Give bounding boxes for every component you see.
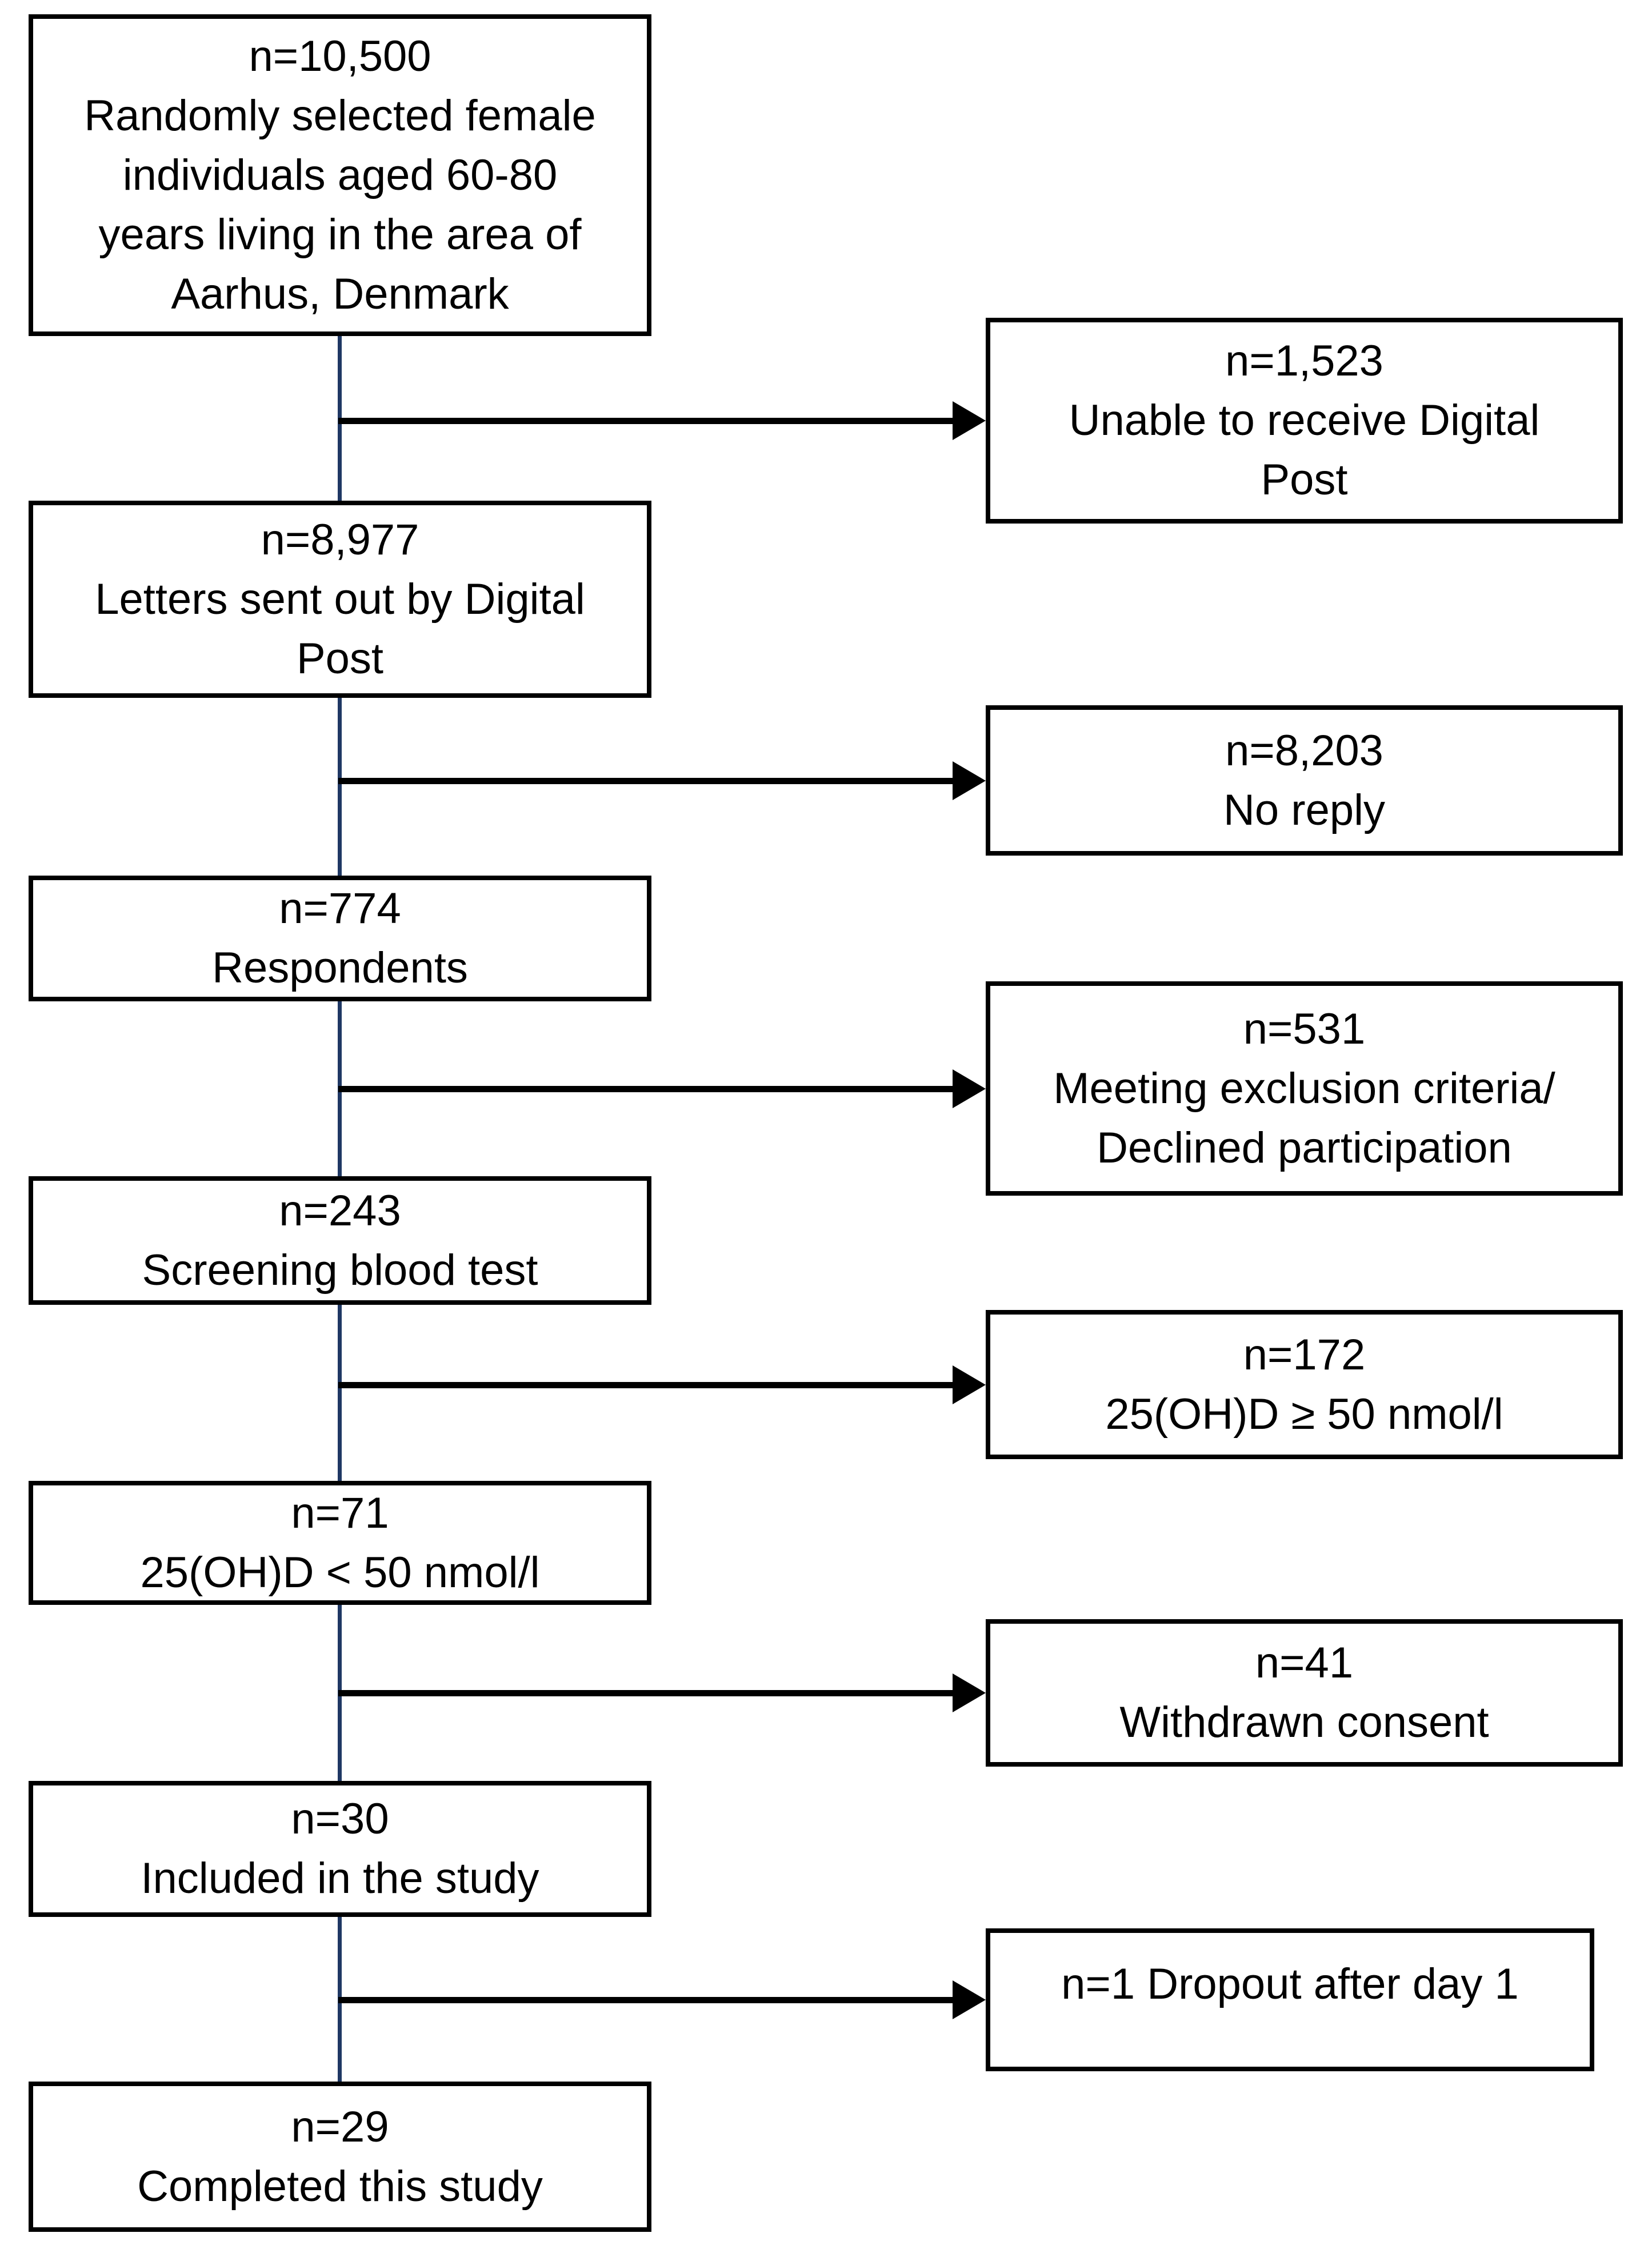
box-exclusion-criteria-declined: n=531 Meeting exclusion criteria/ Declin… <box>986 981 1623 1196</box>
count-text: n=774 <box>279 884 401 933</box>
box-unable-digital-post: n=1,523 Unable to receive Digital Post <box>986 318 1623 524</box>
arrow-to-withdrawn-consent <box>338 1672 986 1713</box>
box-included-in-study: n=30 Included in the study <box>29 1781 651 1917</box>
box-25ohd-below-50: n=71 25(OH)D < 50 nmol/l <box>29 1481 651 1605</box>
arrow-shaft <box>338 417 953 424</box>
box-no-reply: n=8,203 No reply <box>986 705 1623 856</box>
arrow-shaft <box>338 1381 953 1388</box>
vertical-connector-line <box>338 160 342 2115</box>
count-text: n=8,977 <box>261 515 419 564</box>
label-text: Included in the study <box>141 1854 539 1903</box>
count-text: n=71 <box>291 1488 389 1537</box>
label-text: Unable to receive Digital Post <box>1069 396 1552 504</box>
arrowhead-icon <box>953 1673 986 1712</box>
count-text: n=30 <box>291 1795 389 1843</box>
label-text: Respondents <box>212 944 468 992</box>
arrowhead-icon <box>953 1365 986 1404</box>
count-text: n=1 Dropout after day 1 <box>1061 1960 1519 2008</box>
arrow-to-25ohd-above-50 <box>338 1364 986 1405</box>
arrow-to-unable-digital-post <box>338 400 986 441</box>
count-text: n=10,500 <box>249 31 431 81</box>
arrow-shaft <box>338 1085 953 1092</box>
count-text: n=1,523 <box>1225 337 1383 385</box>
count-text: n=41 <box>1255 1639 1354 1687</box>
box-completed-study: n=29 Completed this study <box>29 2082 651 2232</box>
label-text: Letters sent out by Digital Post <box>95 574 597 683</box>
label-text: 25(OH)D ≥ 50 nmol/l <box>1105 1389 1503 1439</box>
label-text: No reply <box>1223 785 1385 834</box>
arrow-shaft <box>338 1996 953 2003</box>
arrow-to-exclusion-declined <box>338 1068 986 1109</box>
arrowhead-icon <box>953 761 986 800</box>
arrowhead-icon <box>953 401 986 440</box>
label-text: Withdrawn consent <box>1119 1698 1489 1747</box>
count-text: n=172 <box>1243 1330 1366 1379</box>
box-letters-sent-digital-post: n=8,977 Letters sent out by Digital Post <box>29 501 651 698</box>
count-text: n=531 <box>1243 1004 1366 1053</box>
arrowhead-icon <box>953 1980 986 2019</box>
arrowhead-icon <box>953 1069 986 1108</box>
arrow-shaft <box>338 1689 953 1696</box>
count-text: n=243 <box>279 1186 401 1235</box>
count-text: n=8,203 <box>1225 726 1383 775</box>
label-text: Completed this study <box>137 2162 543 2211</box>
box-randomly-selected-population: n=10,500 Randomly selected female indivi… <box>29 14 651 336</box>
arrow-shaft <box>338 777 953 784</box>
box-withdrawn-consent: n=41 Withdrawn consent <box>986 1619 1623 1767</box>
label-text: Meeting exclusion criteria/ Declined par… <box>1053 1064 1567 1172</box>
box-screening-blood-test: n=243 Screening blood test <box>29 1176 651 1305</box>
count-text: n=29 <box>291 2102 389 2151</box>
box-dropout-after-day-1: n=1 Dropout after day 1 <box>986 1928 1594 2071</box>
arrow-to-dropout <box>338 1979 986 2020</box>
label-text: 25(OH)D < 50 nmol/l <box>140 1548 540 1597</box>
label-text: Randomly selected female individuals age… <box>84 91 608 318</box>
box-respondents: n=774 Respondents <box>29 876 651 1001</box>
label-text: Screening blood test <box>142 1245 538 1295</box>
arrow-to-no-reply <box>338 760 986 801</box>
box-25ohd-above-50: n=172 25(OH)D ≥ 50 nmol/l <box>986 1310 1623 1459</box>
